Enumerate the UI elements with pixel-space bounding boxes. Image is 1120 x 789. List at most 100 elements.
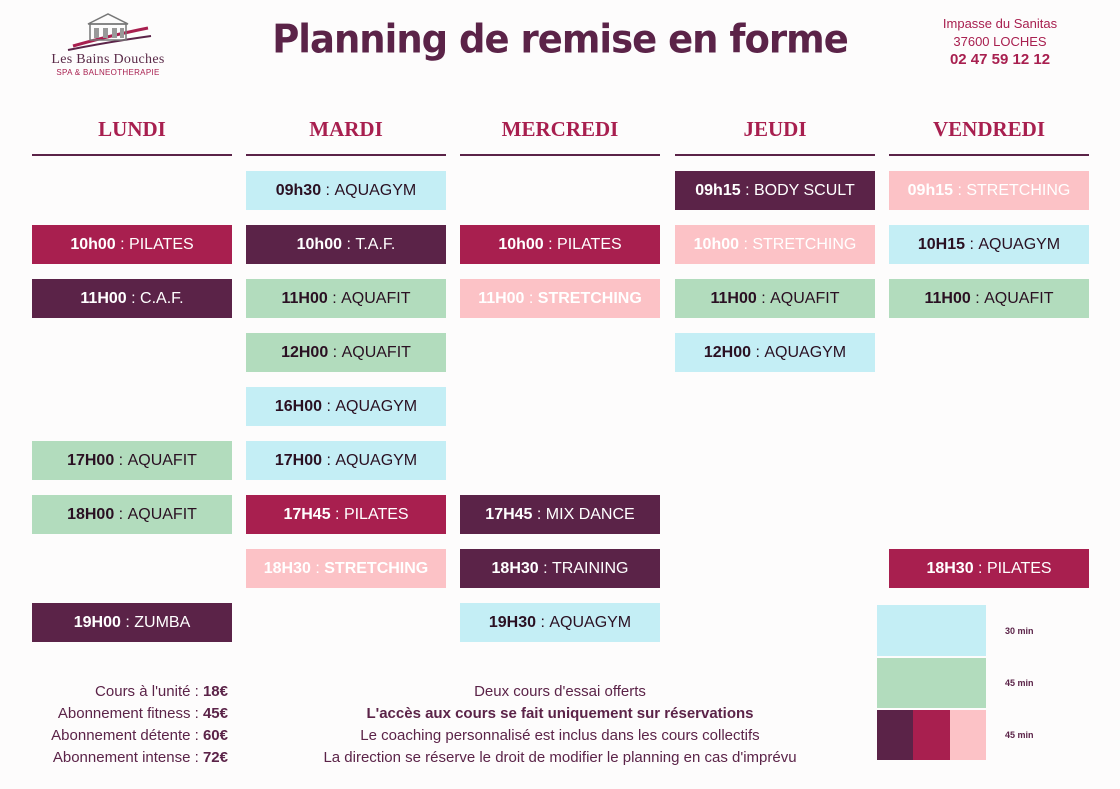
slot-time: 18H30 [491, 559, 539, 577]
slot-activity: PILATES [557, 235, 622, 253]
legend-swatch-aqua [877, 605, 986, 656]
slot-activity: AQUAFIT [770, 289, 840, 307]
note-line: Le coaching personnalisé est inclus dans… [360, 727, 760, 744]
slot-time: 19H00 [73, 613, 121, 631]
class-slot[interactable]: 17H45 : MIX DANCE [460, 495, 660, 534]
slot-time: 11H00 [924, 289, 971, 307]
phone-number[interactable]: 02 47 59 12 12 [949, 51, 1051, 68]
day-header-jeudi: JEUDI [743, 117, 807, 141]
day-header-lundi: LUNDI [98, 117, 166, 141]
slot-time: 18H30 [926, 559, 974, 577]
logo-name: Les Bains Douches [51, 52, 165, 67]
slot-time: 17H45 [485, 505, 533, 523]
slot-activity: T.A.F. [355, 235, 396, 253]
slot-activity: AQUAFIT [984, 289, 1054, 307]
slot-activity: AQUAGYM [334, 181, 417, 199]
class-slot[interactable]: 19H00 : ZUMBA [32, 603, 232, 642]
slot-activity: STRETCHING [966, 181, 1071, 199]
slot-time: 18H00 [67, 505, 115, 523]
class-slot[interactable]: 18H30 : TRAINING [460, 549, 660, 588]
slot-activity: STRETCHING [752, 235, 857, 253]
class-slot[interactable]: 11H00 : AQUAFIT [675, 279, 875, 318]
class-slot[interactable]: 10h00 : PILATES [460, 225, 660, 264]
logo: Les Bains Douches SPA & BALNEOTHERAPIE [38, 6, 178, 84]
day-divider [675, 154, 875, 156]
class-slot[interactable]: 17H00 : AQUAFIT [32, 441, 232, 480]
slot-time: 10h00 [70, 235, 116, 253]
class-slot[interactable]: 09h15 : BODY SCULT [675, 171, 875, 210]
class-slot[interactable]: 10h00 : STRETCHING [675, 225, 875, 264]
price-value: 45€ [202, 705, 228, 722]
slot-activity: AQUAGYM [549, 613, 632, 631]
slot-activity: STRETCHING [537, 289, 642, 307]
class-slot[interactable]: 18H00 : AQUAFIT [32, 495, 232, 534]
slot-activity: ZUMBA [134, 613, 191, 631]
class-slot[interactable]: 16H00 : AQUAGYM [246, 387, 446, 426]
day-header-mercredi: MERCREDI [501, 117, 619, 141]
slot-time: 09h15 [907, 181, 954, 199]
price-label: Abonnement détente : [51, 727, 199, 744]
price-list: Cours à l'unité : 18€ Abonnement fitness… [10, 681, 228, 769]
class-slot[interactable]: 11H00 : AQUAFIT [889, 279, 1089, 318]
price-label: Cours à l'unité : [95, 683, 199, 700]
class-slot[interactable]: 18H30 : PILATES [889, 549, 1089, 588]
info-notes: Deux cours d'essai offerts L'accès aux c… [260, 681, 860, 769]
slot-activity: AQUAGYM [764, 343, 847, 361]
class-slot[interactable]: 17H45 : PILATES [246, 495, 446, 534]
class-slot[interactable]: 12H00 : AQUAFIT [246, 333, 446, 372]
slot-time: 17H00 [274, 451, 322, 469]
class-slot[interactable]: 09h15 : STRETCHING [889, 171, 1089, 210]
note-line: Deux cours d'essai offerts [474, 683, 646, 700]
legend-swatch-purple [877, 710, 914, 760]
class-slot[interactable]: 11H00 : STRETCHING [460, 279, 660, 318]
price-row: Abonnement détente : 60€ [10, 725, 228, 747]
class-slot[interactable]: 11H00 : AQUAFIT [246, 279, 446, 318]
day-header-mardi: MARDI [309, 117, 383, 141]
slot-activity: BODY SCULT [753, 181, 855, 199]
slot-time: 10H15 [917, 235, 965, 253]
class-slot[interactable]: 17H00 : AQUAGYM [246, 441, 446, 480]
class-slot[interactable]: 09h30 : AQUAGYM [246, 171, 446, 210]
class-slot[interactable]: 11H00 : C.A.F. [32, 279, 232, 318]
slot-time: 18H30 [263, 559, 311, 577]
slot-time: 17H45 [283, 505, 331, 523]
slot-time: 10h00 [693, 235, 740, 253]
class-slot[interactable]: 10h00 : T.A.F. [246, 225, 446, 264]
class-slot[interactable]: 10H15 : AQUAGYM [889, 225, 1089, 264]
slot-time: 16H00 [274, 397, 322, 415]
price-row: Abonnement fitness : 45€ [10, 703, 228, 725]
slot-time: 11H00 [478, 289, 525, 307]
slot-activity: TRAINING [552, 559, 629, 577]
day-divider [889, 154, 1089, 156]
slot-time: 12H00 [703, 343, 751, 361]
class-slot[interactable]: 10h00 : PILATES [32, 225, 232, 264]
slot-time: 10h00 [296, 235, 342, 253]
slot-activity: AQUAFIT [341, 289, 411, 307]
slot-time: 10h00 [498, 235, 544, 253]
price-label: Abonnement intense : [52, 749, 199, 766]
slot-activity: C.A.F. [140, 289, 184, 307]
legend-swatch-crimson [913, 710, 950, 760]
price-row: Cours à l'unité : 18€ [10, 681, 228, 703]
day-header-vendredi: VENDREDI [932, 117, 1045, 141]
price-row: Abonnement intense : 72€ [10, 747, 228, 769]
class-slot[interactable]: 19H30 : AQUAGYM [460, 603, 660, 642]
day-divider [460, 154, 660, 156]
legend-swatch-group [877, 710, 986, 760]
slot-time: 12H00 [281, 343, 329, 361]
note-line-bold: L'accès aux cours se fait uniquement sur… [366, 705, 754, 722]
price-value: 60€ [202, 727, 228, 744]
class-slot[interactable]: 12H00 : AQUAGYM [675, 333, 875, 372]
day-divider [32, 154, 232, 156]
legend-label: 30 min [1005, 626, 1034, 636]
slot-time: 19H30 [488, 613, 536, 631]
slot-activity: AQUAFIT [341, 343, 411, 361]
slot-activity: STRETCHING [324, 559, 429, 577]
building-logo-icon [67, 13, 152, 51]
slot-time: 11H00 [281, 289, 328, 307]
slot-activity: AQUAGYM [978, 235, 1061, 253]
class-slot[interactable]: 18H30 : STRETCHING [246, 549, 446, 588]
slot-time: 11H00 [80, 289, 127, 307]
slot-time: 17H00 [67, 451, 115, 469]
legend-label: 45 min [1005, 678, 1034, 688]
